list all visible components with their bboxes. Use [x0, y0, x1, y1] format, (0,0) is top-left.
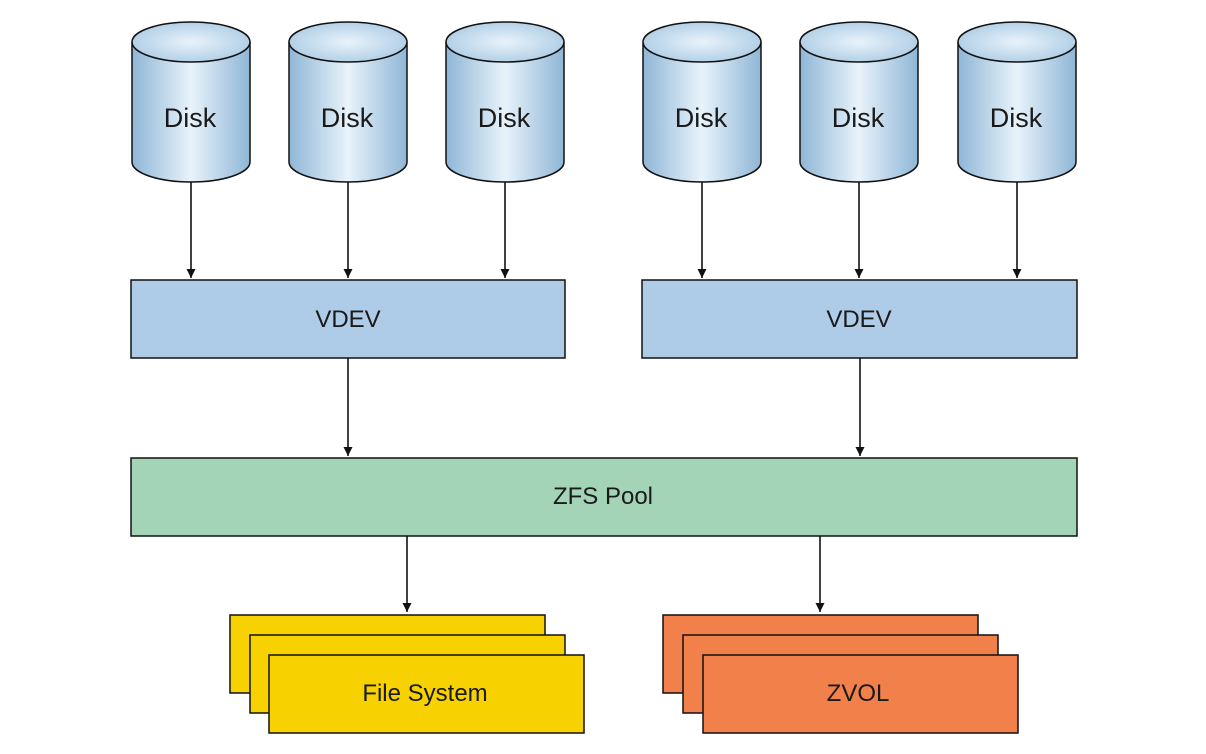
disk-4: Disk	[642, 21, 762, 183]
zfs-pool: ZFS Pool	[130, 457, 1078, 537]
disk-4-top	[642, 21, 762, 63]
disk-2: Disk	[288, 21, 408, 183]
zvol-layer-front	[702, 654, 1019, 734]
zvol-stack: ZVOL	[662, 614, 1019, 734]
disk-3: Disk	[445, 21, 565, 183]
disk-6-top	[957, 21, 1077, 63]
vdev-2: VDEV	[641, 279, 1078, 359]
disk-6-body	[957, 42, 1077, 183]
vdev-1: VDEV	[130, 279, 566, 359]
disk-2-label: Disk	[321, 103, 374, 133]
disk-5-body	[799, 42, 919, 183]
disk-1: Disk	[131, 21, 251, 183]
disk-5: Disk	[799, 21, 919, 183]
disk-6: Disk	[957, 21, 1077, 183]
disk-1-label: Disk	[164, 103, 217, 133]
disk-1-top	[131, 21, 251, 63]
disk-3-body	[445, 42, 565, 183]
file-system-label: File System	[362, 680, 487, 707]
vdev-2-label: VDEV	[826, 306, 891, 333]
disk-2-body	[288, 42, 408, 183]
disk-6-label: Disk	[990, 103, 1043, 133]
disk-5-top	[799, 21, 919, 63]
disk-4-body	[642, 42, 762, 183]
disk-5-label: Disk	[832, 103, 885, 133]
disk-4-label: Disk	[675, 103, 728, 133]
disk-3-top	[445, 21, 565, 63]
disk-1-body	[131, 42, 251, 183]
zfs-pool-box	[130, 457, 1078, 537]
vdev-1-label: VDEV	[315, 306, 380, 333]
zvol-label: ZVOL	[827, 680, 890, 707]
disk-3-label: Disk	[478, 103, 531, 133]
file-system-stack: File System	[229, 614, 585, 734]
zfs-pool-label: ZFS Pool	[553, 483, 653, 510]
file-system-layer-front	[268, 654, 585, 734]
disk-2-top	[288, 21, 408, 63]
